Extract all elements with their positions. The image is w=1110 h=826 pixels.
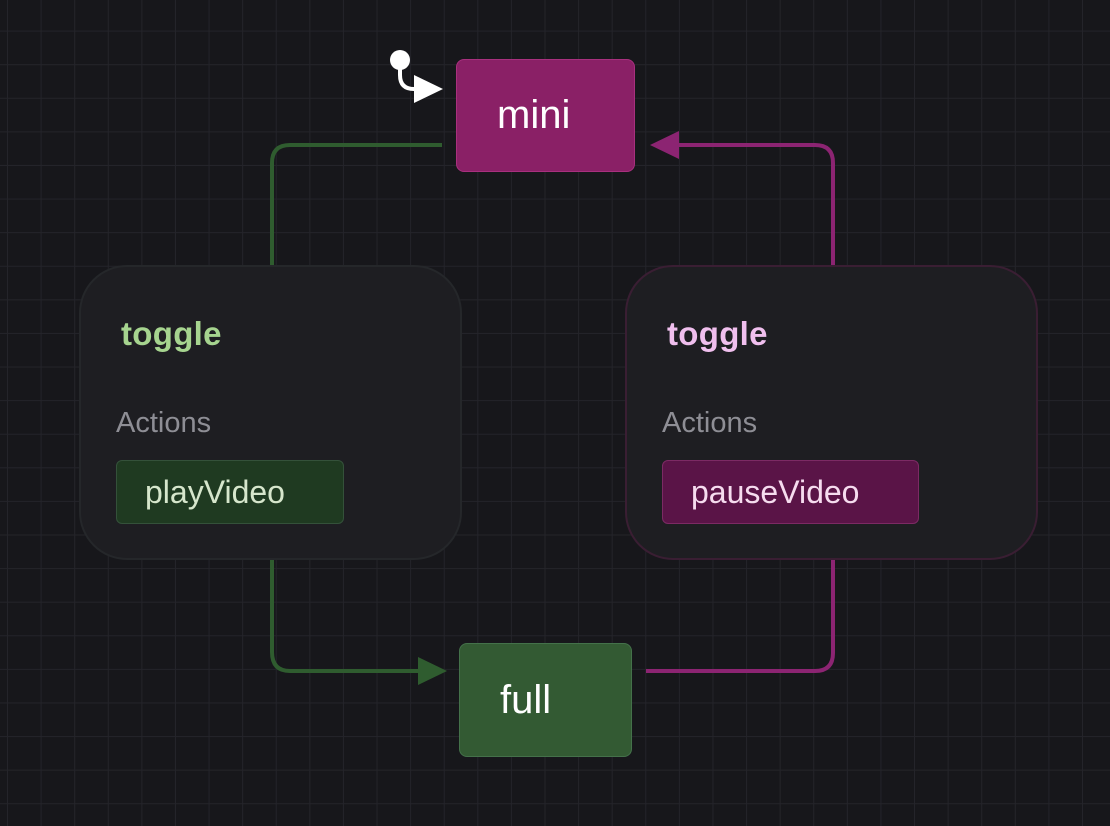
edge-toggle-pink-to-mini — [677, 143, 835, 266]
edge-mini-to-toggle-green — [270, 143, 442, 266]
state-mini-label: mini — [497, 93, 571, 137]
action-pause-video[interactable]: pauseVideo — [662, 460, 919, 524]
transition-toggle-to-mini[interactable]: toggle Actions pauseVideo — [625, 265, 1038, 560]
edge-full-to-toggle-pink — [646, 560, 835, 673]
edge-toggle-green-to-full — [270, 560, 420, 673]
event-label: toggle — [667, 315, 768, 352]
initial-state-arrow-icon — [390, 50, 443, 103]
actions-heading: Actions — [662, 407, 758, 439]
actions-heading: Actions — [116, 407, 212, 439]
event-label: toggle — [121, 315, 222, 352]
transition-toggle-to-full[interactable]: toggle Actions playVideo — [79, 265, 462, 560]
state-mini[interactable]: mini — [456, 59, 635, 172]
arrowhead-into-full — [418, 657, 447, 685]
arrowhead-into-mini — [650, 131, 679, 159]
action-play-video[interactable]: playVideo — [116, 460, 344, 524]
state-full-label: full — [500, 677, 552, 722]
state-full[interactable]: full — [459, 643, 632, 757]
